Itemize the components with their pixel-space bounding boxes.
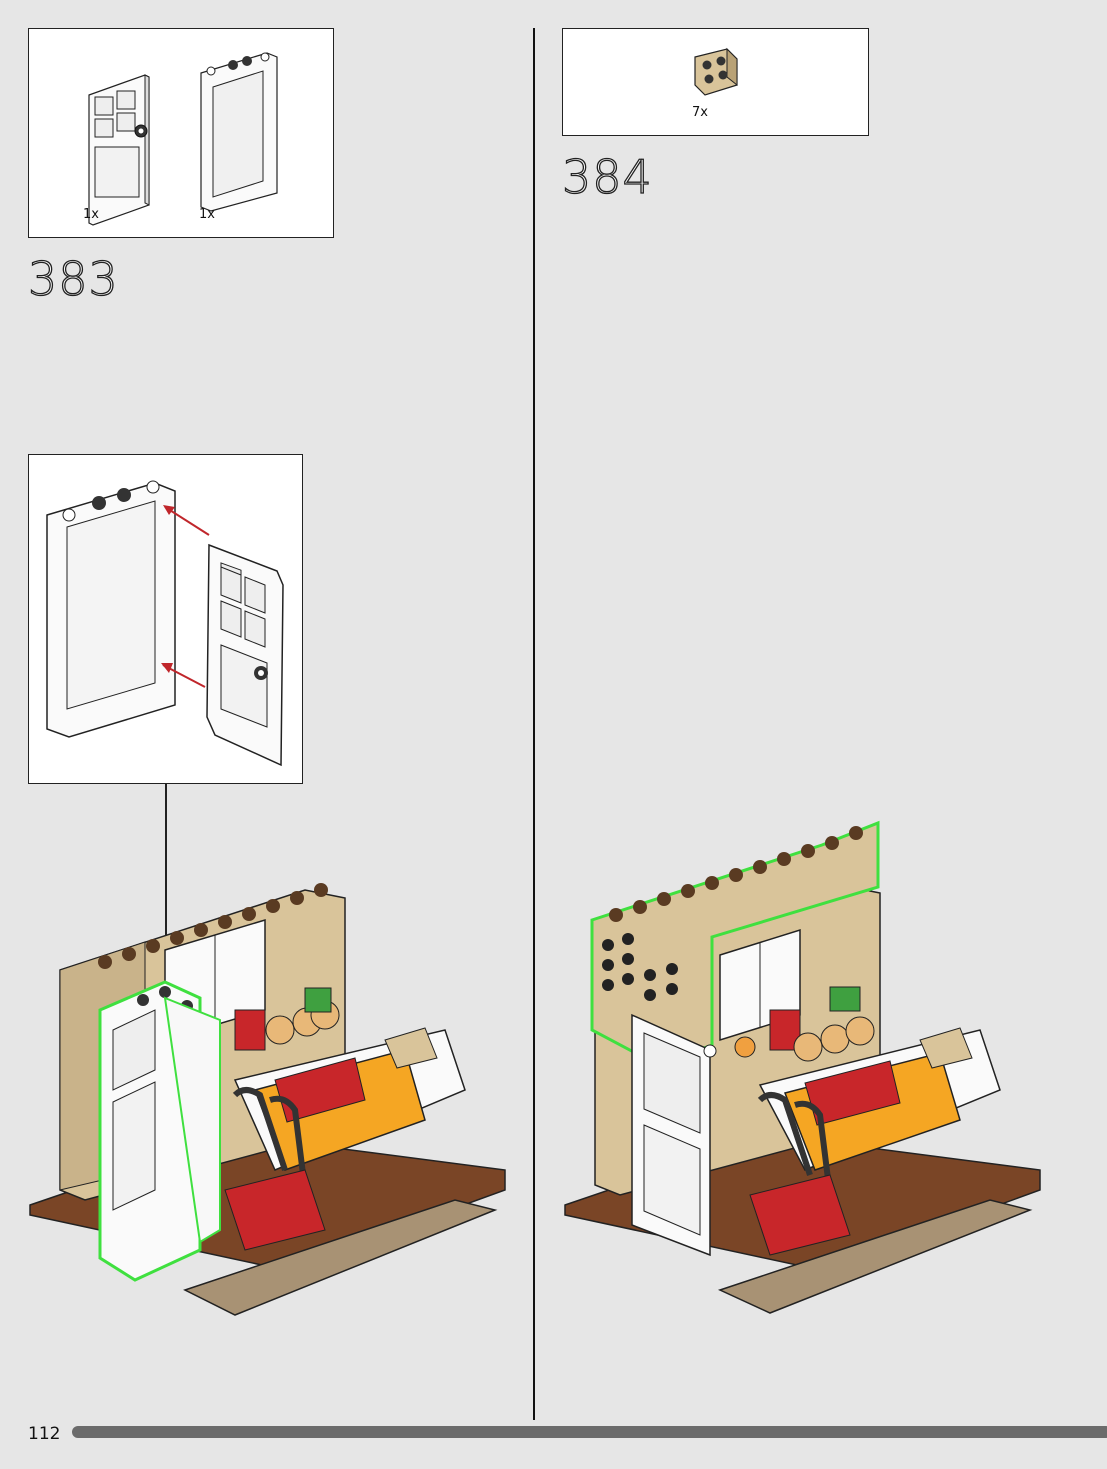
door-frame-qty: 1x bbox=[199, 207, 215, 222]
step-number-383: 383 bbox=[28, 256, 119, 302]
parts-list-384: 7x bbox=[562, 28, 869, 136]
door-frame-part-icon bbox=[197, 43, 287, 213]
parts-list-383: 1x 1x bbox=[28, 28, 334, 238]
door-attach-illustration bbox=[29, 455, 304, 785]
tan-brick-2x2-icon bbox=[691, 47, 741, 97]
model-illustration-384 bbox=[560, 815, 1060, 1315]
tan-brick-qty: 7x bbox=[692, 105, 708, 120]
step-number-384: 384 bbox=[562, 154, 653, 200]
door-qty: 1x bbox=[83, 207, 99, 222]
page-number: 112 bbox=[28, 1424, 60, 1444]
model-illustration-383 bbox=[25, 870, 525, 1330]
door-part-icon bbox=[79, 65, 159, 225]
page-progress-bar bbox=[72, 1426, 1107, 1438]
step-divider bbox=[533, 28, 535, 1420]
sub-assembly-callout bbox=[28, 454, 303, 784]
